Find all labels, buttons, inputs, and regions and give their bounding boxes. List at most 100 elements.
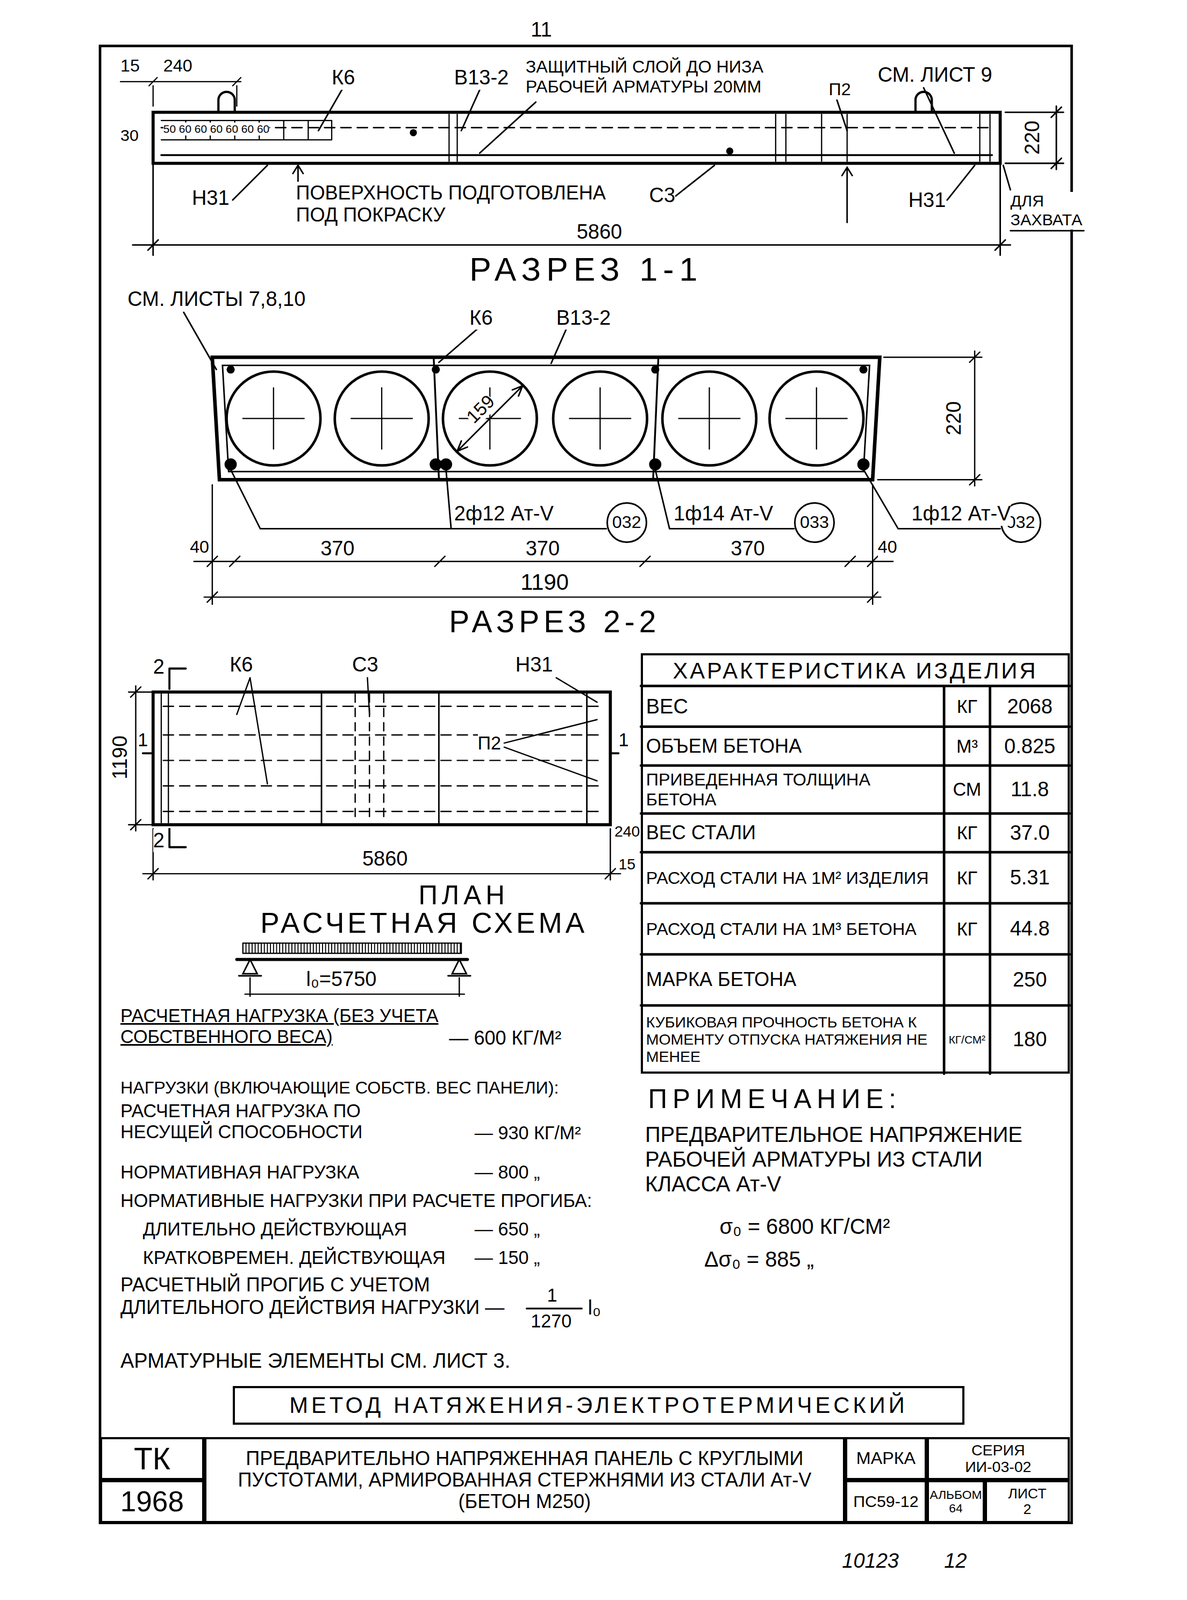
- rebar-spec: 2ф12 Ат-V: [454, 502, 554, 526]
- box-text: 1968: [120, 1485, 184, 1518]
- box-text: ИИ-03-02: [964, 1458, 1032, 1476]
- plan-view-stroke: [142, 828, 621, 881]
- dimension-label: 370: [320, 537, 355, 561]
- method-box: МЕТОД НАТЯЖЕНИЯ-ЭЛЕКТРОТЕРМИЧЕСКИЙ: [232, 1385, 965, 1425]
- elevation-view-stroke: [161, 126, 992, 129]
- table-cell: 44.8: [990, 903, 1070, 955]
- part-mark: В13-2: [454, 66, 509, 90]
- dimension-label: 370: [525, 537, 560, 561]
- callout-circle: 033: [794, 502, 835, 543]
- elevation-view-stroke: [153, 112, 1001, 164]
- elevation-view: [120, 77, 1084, 255]
- cross-section-view-stroke: [242, 387, 848, 449]
- box-text: ПРЕДВАРИТЕЛЬНО НАПРЯЖЕННАЯ ПАНЕЛЬ С КРУГ…: [208, 1447, 842, 1512]
- drawing-stroke: [99, 45, 1084, 1523]
- plan-view-stroke: [161, 694, 169, 823]
- plan-view-stroke: [321, 691, 588, 825]
- table-cell: РАСХОД СТАЛИ НА 1М³ БЕТОНА: [640, 903, 945, 955]
- note-text: Δσ₀ = 885 „: [704, 1247, 814, 1272]
- title-block-cell: ПС59-12: [845, 1479, 927, 1523]
- cross-section-view-stroke: [183, 312, 567, 370]
- table-cell: КГ/СМ²: [944, 1005, 990, 1074]
- table-cell: КГ: [944, 852, 990, 904]
- part-mark: П2: [828, 79, 852, 100]
- note-text: ПРЕДВАРИТЕЛЬНОЕ НАПРЯЖЕНИЕ РАБОЧЕЙ АРМАТ…: [645, 1122, 1064, 1197]
- cross-section-view-stroke: [652, 366, 659, 373]
- box-text: СЕРИЯ: [971, 1441, 1026, 1459]
- dimension-label: 370: [730, 537, 765, 561]
- dimension-label: 1190: [520, 569, 569, 596]
- dimension-label: 220: [1020, 120, 1045, 155]
- plan-view-stroke: [142, 752, 619, 755]
- title-block-cell: СЕРИЯИИ-03-02: [926, 1436, 1070, 1480]
- cross-section-view-stroke: [440, 459, 452, 470]
- part-mark: Н31: [908, 188, 947, 213]
- part-mark: Н31: [515, 653, 554, 677]
- cross-section-view-stroke: [433, 359, 659, 478]
- dimension-label: 5860: [362, 847, 408, 871]
- load-note: РАСЧЕТНЫЙ ПРОГИБ С УЧЕТОМ ДЛИТЕЛЬНОГО ДЕ…: [120, 1273, 509, 1319]
- dimension-label: 159: [462, 390, 499, 428]
- dimension-label: 40: [189, 537, 210, 557]
- table-grid: [640, 685, 1070, 1074]
- box-text: ПС59-12: [853, 1492, 919, 1511]
- cross-section-view-stroke: [877, 351, 983, 486]
- fraction-bar-stroke: [526, 1307, 583, 1310]
- load-value: — 150 „: [474, 1247, 541, 1269]
- box-text: 64: [948, 1501, 963, 1515]
- rebar-spec: 1ф12 Ат-V: [911, 502, 1011, 526]
- table-cell: 2068: [990, 685, 1070, 727]
- table-cell: МАРКА БЕТОНА: [640, 954, 945, 1006]
- fraction: 1: [547, 1284, 558, 1306]
- note-heading: ПРИМЕЧАНИЕ:: [648, 1083, 903, 1115]
- table-cell: 37.0: [990, 813, 1070, 853]
- note-text: σ₀ = 6800 КГ/СМ²: [719, 1214, 890, 1240]
- part-mark: П2: [477, 732, 502, 754]
- cross-section-view-stroke: [227, 366, 234, 373]
- part-mark: К6: [469, 306, 493, 331]
- part-mark: С3: [648, 183, 676, 208]
- elevation-view-stroke: [318, 87, 955, 154]
- table-cell: ВЕС: [640, 685, 945, 727]
- cross-section-view-stroke: [194, 484, 893, 605]
- table-cell: КГ: [944, 685, 990, 727]
- table-cell: СМ: [944, 765, 990, 814]
- reference-note: АРМАТУРНЫЕ ЭЛЕМЕНТЫ СМ. ЛИСТ 3.: [120, 1349, 511, 1374]
- load-note: НОРМАТИВНЫЕ НАГРУЗКИ ПРИ РАСЧЕТЕ ПРОГИБА…: [120, 1190, 592, 1212]
- properties-table: ХАРАКТЕРИСТИКА ИЗДЕЛИЯ: [640, 653, 1070, 1074]
- load-value: — 600 КГ/М²: [448, 1026, 562, 1049]
- cross-section-view-stroke: [649, 459, 661, 470]
- part-mark: Н31: [191, 186, 230, 211]
- view-title: РАСЧЕТНАЯ СХЕМА: [260, 906, 588, 940]
- cross-section-view-stroke: [212, 356, 881, 480]
- dimension-label: l₀=5750: [306, 967, 377, 992]
- table-cell: 11.8: [990, 765, 1070, 814]
- section-mark: 2: [153, 655, 165, 679]
- cross-section-view-stroke: [442, 371, 538, 466]
- fraction-bar: [526, 1307, 583, 1310]
- load-note: ДЛИТЕЛЬНО ДЕЙСТВУЮЩАЯ: [142, 1218, 407, 1240]
- dimension-label: 1190: [108, 735, 133, 780]
- load-value: — 930 КГ/М²: [474, 1122, 582, 1144]
- title-block-cell: 1968: [99, 1479, 205, 1523]
- load-value: — 800 „: [474, 1161, 541, 1183]
- table-cell: 180: [990, 1005, 1070, 1074]
- page-number: 12: [944, 1549, 967, 1573]
- cross-section-view-stroke: [432, 366, 439, 373]
- load-note: НОРМАТИВНАЯ НАГРУЗКА: [120, 1161, 360, 1183]
- box-text: МАРКА: [856, 1448, 916, 1469]
- dimension-label: 5860: [576, 220, 622, 245]
- table-cell: ОБЪЕМ БЕТОНА: [640, 726, 945, 766]
- view-title: ПЛАН: [418, 880, 509, 911]
- table-cell: М³: [944, 726, 990, 766]
- dimension-label: 40: [877, 537, 898, 557]
- table-cell: 0.825: [990, 726, 1070, 766]
- design-scheme: [236, 942, 471, 997]
- cross-section-view-stroke: [457, 385, 524, 452]
- reference-note: СМ. ЛИСТ 9: [877, 63, 993, 88]
- title-block-cell: АЛЬБОМ64: [926, 1479, 985, 1523]
- load-note: РАСЧЕТНАЯ НАГРУЗКА ПО НЕСУЩЕЙ СПОСОБНОСТ…: [120, 1100, 458, 1143]
- table-cell: КГ: [944, 903, 990, 955]
- box-text: ТК: [133, 1441, 171, 1476]
- elevation-view-stroke: [120, 77, 241, 106]
